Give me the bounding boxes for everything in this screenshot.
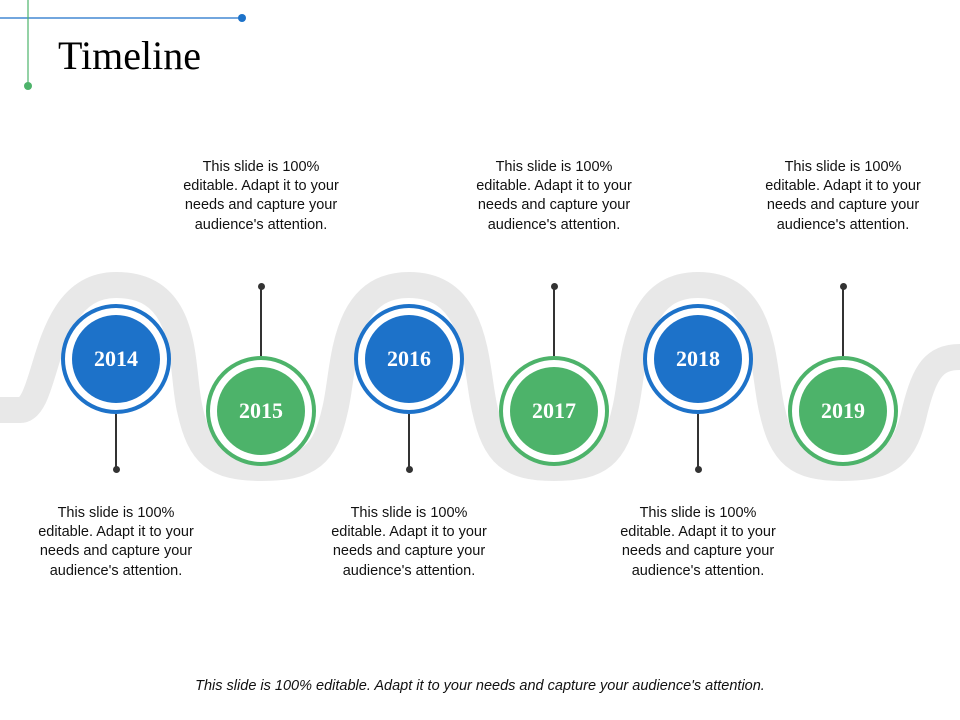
- connector-line: [553, 286, 555, 356]
- year-node: 2014: [61, 304, 171, 414]
- connector-line: [260, 286, 262, 356]
- connector-dot: [257, 282, 265, 290]
- year-label: 2016: [365, 315, 453, 403]
- milestone-description: This slide is 100% editable. Adapt it to…: [620, 505, 776, 579]
- year-node: 2016: [354, 304, 464, 414]
- connector-dot: [694, 465, 702, 473]
- footer-note: This slide is 100% editable. Adapt it to…: [195, 678, 765, 694]
- connector-line: [408, 414, 410, 469]
- year-label: 2014: [72, 315, 160, 403]
- year-label: 2019: [799, 367, 887, 455]
- connector-line: [697, 414, 699, 469]
- page-title: Timeline: [58, 33, 201, 78]
- milestone-description: This slide is 100% editable. Adapt it to…: [765, 159, 921, 233]
- connector-line: [115, 414, 117, 469]
- connector-dot: [550, 282, 558, 290]
- year-node: 2017: [499, 356, 609, 466]
- milestone-description: This slide is 100% editable. Adapt it to…: [183, 159, 339, 233]
- connector-line: [842, 286, 844, 356]
- connector-dot: [405, 465, 413, 473]
- connector-dot: [112, 465, 120, 473]
- milestone-description: This slide is 100% editable. Adapt it to…: [38, 505, 194, 579]
- year-node: 2018: [643, 304, 753, 414]
- year-label: 2017: [510, 367, 598, 455]
- year-node: 2019: [788, 356, 898, 466]
- year-label: 2018: [654, 315, 742, 403]
- milestone-description: This slide is 100% editable. Adapt it to…: [476, 159, 632, 233]
- connector-dot: [839, 282, 847, 290]
- milestone-description: This slide is 100% editable. Adapt it to…: [331, 505, 487, 579]
- year-label: 2015: [217, 367, 305, 455]
- year-node: 2015: [206, 356, 316, 466]
